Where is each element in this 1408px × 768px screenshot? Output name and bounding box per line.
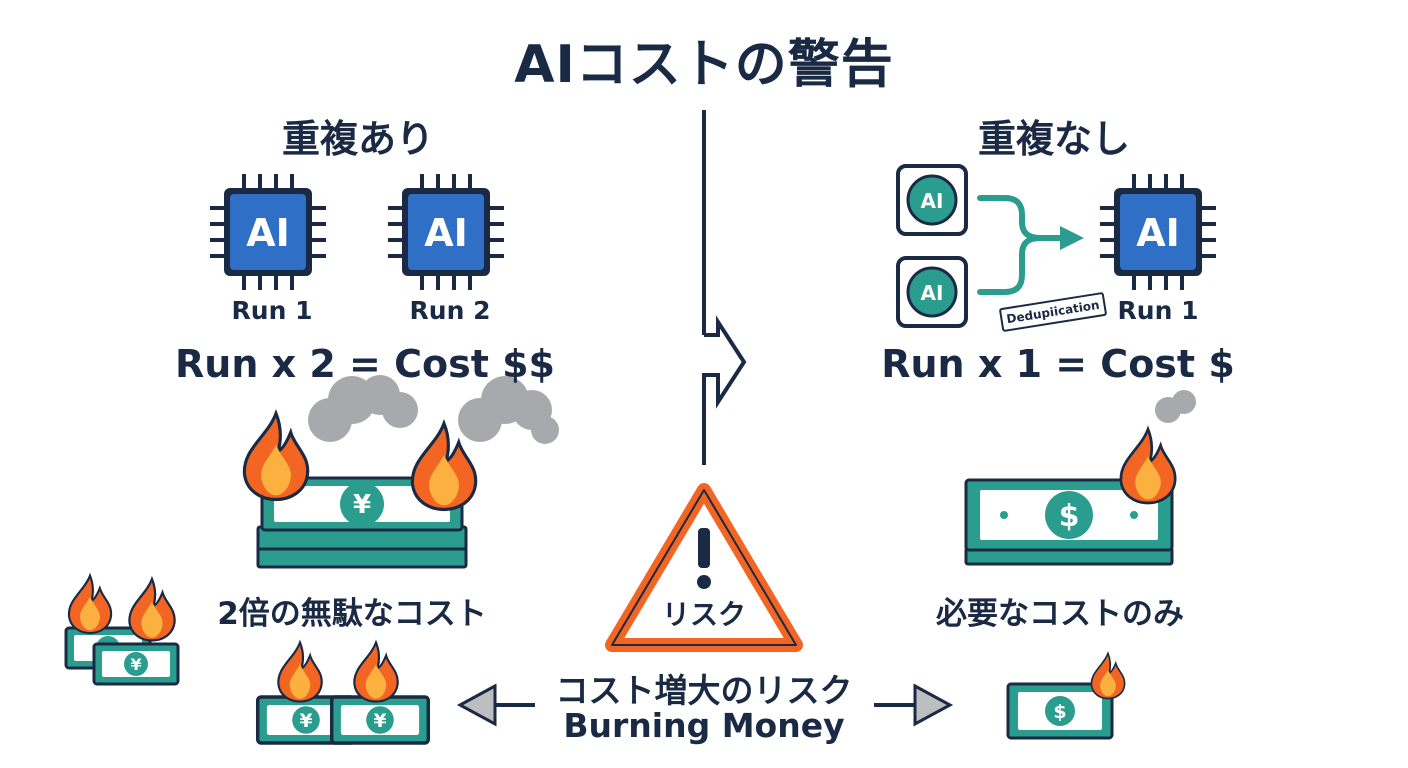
source-label: AI bbox=[921, 189, 944, 213]
warning-triangle-icon: リスク bbox=[605, 483, 803, 652]
left-heading: 重複あり bbox=[281, 117, 435, 161]
flame-icon bbox=[67, 574, 113, 635]
ai-chip-run-2: AI bbox=[388, 174, 504, 290]
flame-icon bbox=[1090, 652, 1126, 700]
right-heading: 重複なし bbox=[977, 117, 1131, 161]
run-label: Run 2 bbox=[409, 296, 491, 325]
risk-caption: コスト増大のリスク bbox=[555, 671, 853, 710]
ai-chip-right: AI bbox=[1100, 174, 1216, 290]
run-label: Run 1 bbox=[1117, 296, 1199, 325]
smoke-cloud-right bbox=[1155, 390, 1196, 423]
ai-source-2: AI bbox=[896, 256, 968, 328]
merge-connector bbox=[977, 195, 1067, 295]
flame-icon bbox=[1119, 427, 1177, 505]
arrow-left-icon bbox=[456, 683, 535, 727]
flame-icon bbox=[128, 577, 176, 642]
page-title: AIコストの警告 bbox=[514, 35, 894, 95]
smoke-cloud-left bbox=[308, 375, 559, 444]
risk-caption-english: Burning Money bbox=[563, 706, 845, 745]
small-bill-bottom: $ bbox=[1006, 682, 1114, 740]
right-caption: 必要なコストのみ bbox=[936, 596, 1184, 632]
money-symbol: ¥ bbox=[353, 490, 371, 520]
chip-label: AI bbox=[424, 211, 468, 255]
source-label: AI bbox=[921, 281, 944, 305]
burning-bills-bottom bbox=[255, 641, 431, 745]
ai-source-1: AI bbox=[896, 164, 968, 236]
left-formula: Run x 2 = Cost $$ bbox=[175, 342, 555, 386]
ai-chip-run-1: AI bbox=[210, 174, 326, 290]
run-label: Run 1 bbox=[231, 296, 313, 325]
left-caption: 2倍の無駄なコスト bbox=[217, 596, 487, 632]
warning-label: リスク bbox=[662, 598, 746, 631]
money-symbol: $ bbox=[1053, 701, 1066, 723]
burning-bills-corner bbox=[64, 574, 180, 686]
money-symbol: $ bbox=[1059, 499, 1080, 534]
arrow-right-icon bbox=[874, 683, 954, 727]
merge-arrowhead-icon bbox=[1060, 226, 1084, 250]
flame-icon bbox=[353, 641, 399, 703]
money-stack-yen: ¥ bbox=[256, 476, 468, 569]
chip-label: AI bbox=[1136, 211, 1180, 255]
flame-icon bbox=[277, 641, 323, 703]
right-formula: Run x 1 = Cost $ bbox=[881, 342, 1235, 386]
flame-icon bbox=[242, 411, 310, 502]
money-stack-dollar: $ bbox=[964, 478, 1174, 566]
chip-label: AI bbox=[246, 211, 290, 255]
center-divider bbox=[702, 110, 747, 465]
